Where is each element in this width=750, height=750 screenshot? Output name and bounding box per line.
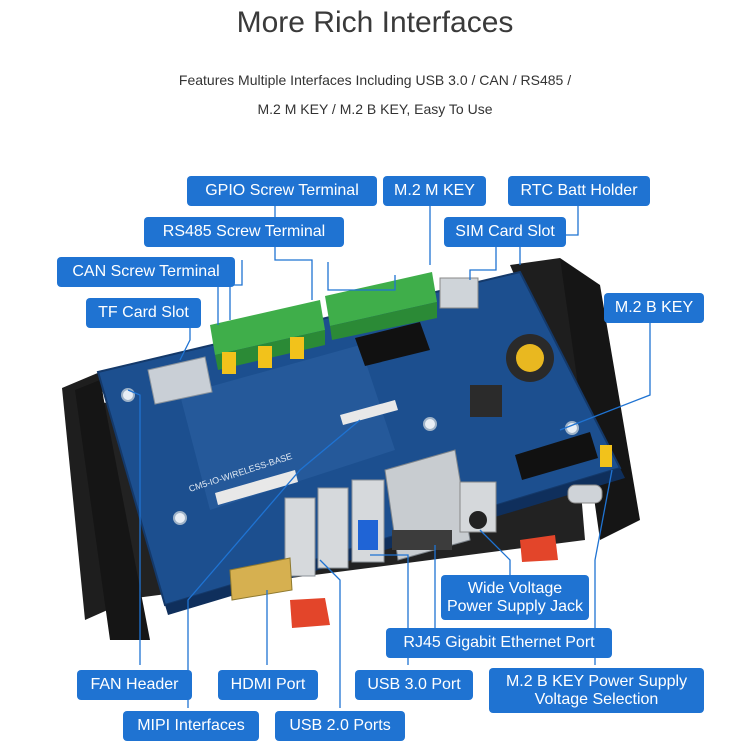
label-tf-card-slot: TF Card Slot	[86, 298, 201, 328]
m2-b-key-connector	[515, 432, 598, 480]
label-rtc-batt-holder: RTC Batt Holder	[508, 176, 650, 206]
label-rj45-gigabit-ethernet-port: RJ45 Gigabit Ethernet Port	[386, 628, 612, 658]
label-usb-3-port: USB 3.0 Port	[355, 670, 473, 700]
label-usb-2-ports: USB 2.0 Ports	[275, 711, 405, 741]
label-m2-b-key-power-supply: M.2 B KEY Power Supply Voltage Selection	[489, 668, 704, 713]
label-rs485-screw-terminal: RS485 Screw Terminal	[144, 217, 344, 247]
label-mipi-interfaces: MIPI Interfaces	[123, 711, 259, 741]
label-can-screw-terminal: CAN Screw Terminal	[57, 257, 235, 287]
label-sim-card-slot: SIM Card Slot	[444, 217, 566, 247]
usb-ports	[284, 479, 385, 577]
jumpers	[222, 337, 612, 467]
label-wide-voltage-power-jack: Wide Voltage Power Supply Jack	[441, 575, 589, 620]
label-m2-b-key: M.2 B KEY	[604, 293, 704, 323]
label-hdmi-port: HDMI Port	[218, 670, 318, 700]
label-fan-header: FAN Header	[77, 670, 192, 700]
page-title: More Rich Interfaces	[236, 6, 514, 39]
label-gpio-screw-terminal: GPIO Screw Terminal	[187, 176, 377, 206]
subtitle-line-1: Features Multiple Interfaces Including U…	[178, 72, 572, 88]
label-m2-m-key: M.2 M KEY	[383, 176, 486, 206]
label-m2-b-power-line-1: M.2 B KEY Power Supply	[505, 672, 688, 690]
subtitle-line-2: M.2 M KEY / M.2 B KEY, Easy To Use	[257, 101, 493, 117]
label-m2-b-power-line-2: Voltage Selection	[534, 690, 659, 708]
hdmi-connector	[229, 557, 293, 601]
mounting-holes	[121, 388, 579, 525]
m2-m-key-connector	[355, 322, 430, 366]
label-wide-voltage-line-2: Power Supply Jack	[446, 597, 584, 615]
tf-card-slot	[147, 356, 213, 405]
label-wide-voltage-line-1: Wide Voltage	[467, 579, 563, 597]
